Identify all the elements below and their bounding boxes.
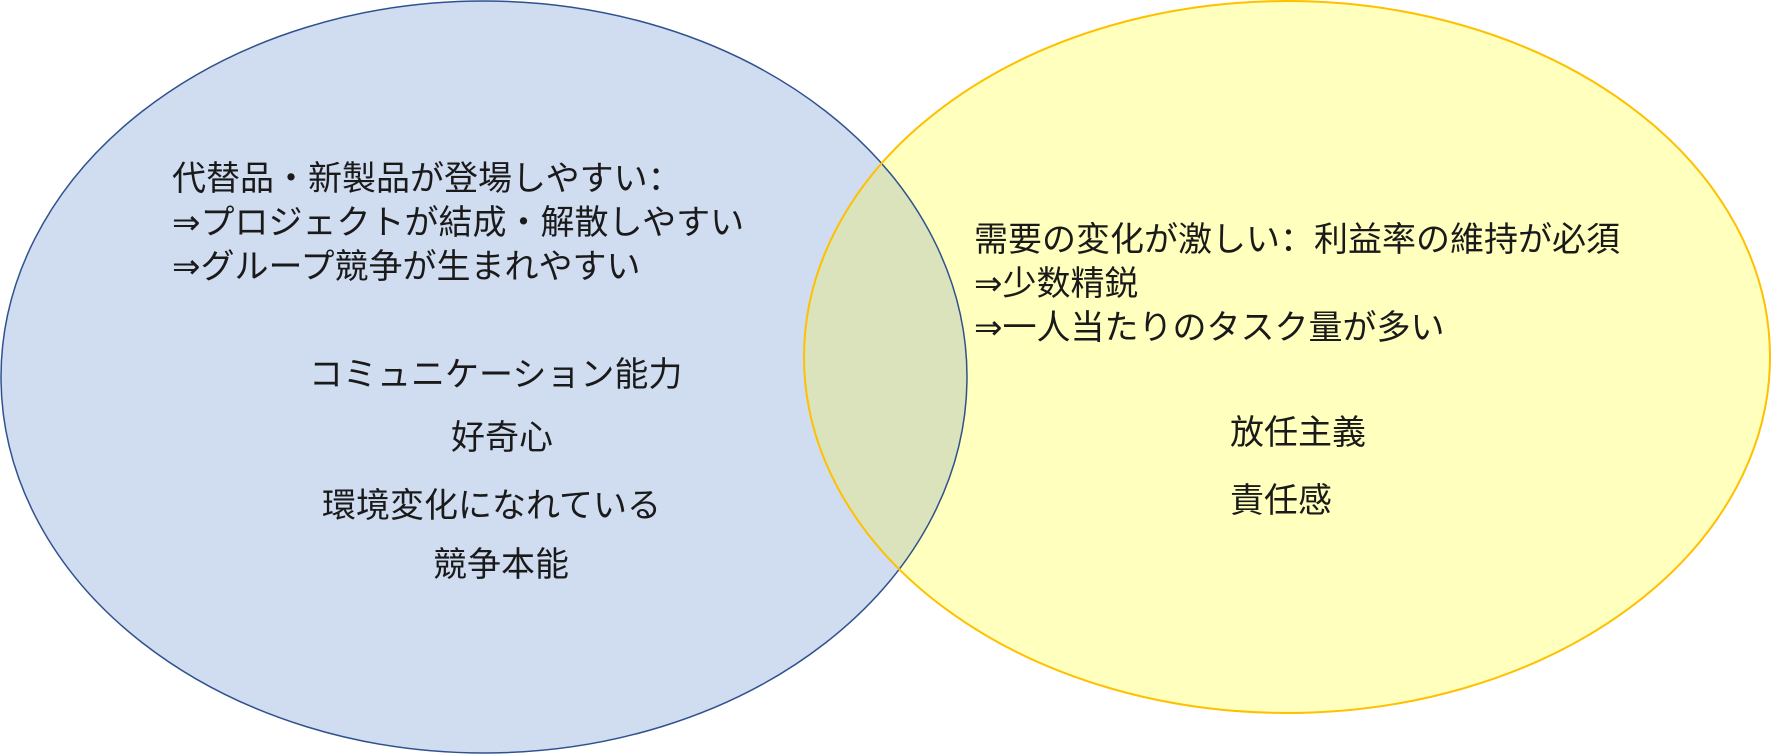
left-trait-curiosity: 好奇心	[451, 418, 553, 458]
left-heading-line-2: ⇒プロジェクトが結成・解散しやすい	[172, 203, 745, 243]
right-set-heading: 需要の変化が激しい：利益率の維持が必須 ⇒少数精鋭 ⇒一人当たりのタスク量が多い	[974, 218, 1620, 350]
right-trait-laissez-faire: 放任主義	[1230, 413, 1366, 453]
left-trait-adaptability: 環境変化になれている	[322, 486, 661, 526]
right-heading-line-2: ⇒少数精鋭	[974, 264, 1139, 304]
left-trait-communication: コミュニケーション能力	[309, 355, 683, 395]
left-heading-line-1: 代替品・新製品が登場しやすい：	[172, 159, 682, 199]
left-set-circle	[1, 1, 967, 753]
right-heading-line-1: 需要の変化が激しい：利益率の維持が必須	[974, 220, 1620, 260]
right-trait-responsibility: 責任感	[1230, 481, 1332, 521]
left-set-outline	[0, 0, 968, 754]
right-set-circle	[804, 1, 1770, 713]
right-heading-line-3: ⇒一人当たりのタスク量が多い	[974, 308, 1445, 348]
left-set-heading: 代替品・新製品が登場しやすい： ⇒プロジェクトが結成・解散しやすい ⇒グループ競…	[172, 157, 744, 289]
left-heading-line-3: ⇒グループ競争が生まれやすい	[172, 247, 641, 287]
left-trait-competitive-instinct: 競争本能	[433, 545, 569, 585]
right-set-outline	[803, 0, 1771, 714]
